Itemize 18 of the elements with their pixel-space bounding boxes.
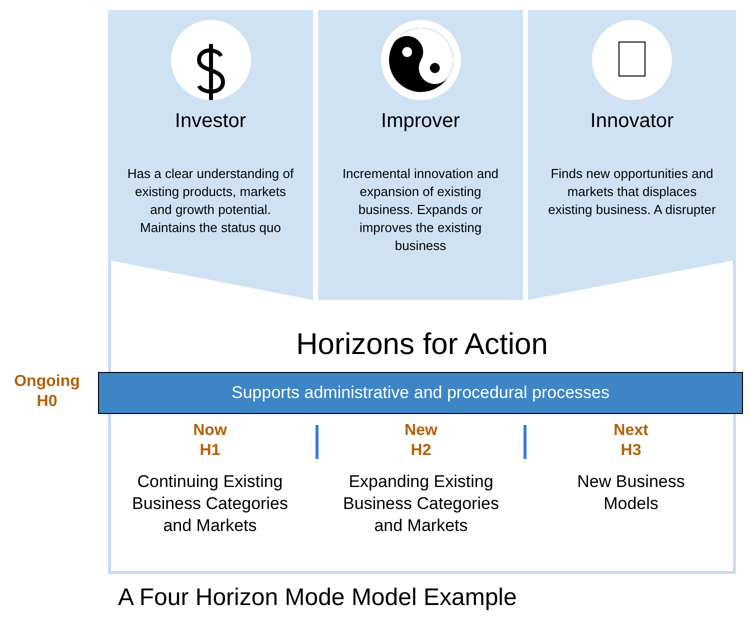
- role-panel: [108, 10, 313, 300]
- role-description: Finds new opportunities and markets that displaces existing business. A disrupter: [547, 165, 717, 219]
- horizon-description: Continuing Existing Business Categories and Markets: [131, 471, 289, 537]
- horizon-description: New Business Models: [576, 471, 686, 515]
- diagram-heading: Horizons for Action: [296, 328, 548, 362]
- role-title: Investor: [174, 110, 246, 133]
- caption: A Four Horizon Mode Model Example: [118, 584, 517, 612]
- role-title: Improver: [381, 110, 460, 133]
- horizon-description: Expanding Existing Business Categories and Markets: [342, 471, 500, 537]
- horizon-label: New H2: [404, 421, 438, 461]
- horizon-label: Next H3: [612, 421, 650, 461]
- horizon-label: Ongoing H0: [13, 372, 81, 412]
- role-panel: [528, 10, 736, 300]
- role-panel: [318, 10, 523, 300]
- horizon-label: Now H1: [192, 421, 228, 461]
- role-description: Incremental innovation and expansion of existing business. Expands or improves the existing business: [341, 165, 500, 255]
- role-description: Has a clear understanding of existing products, markets and growth potential. Maintains the status quo: [126, 165, 295, 237]
- role-title: Innovator: [590, 110, 674, 133]
